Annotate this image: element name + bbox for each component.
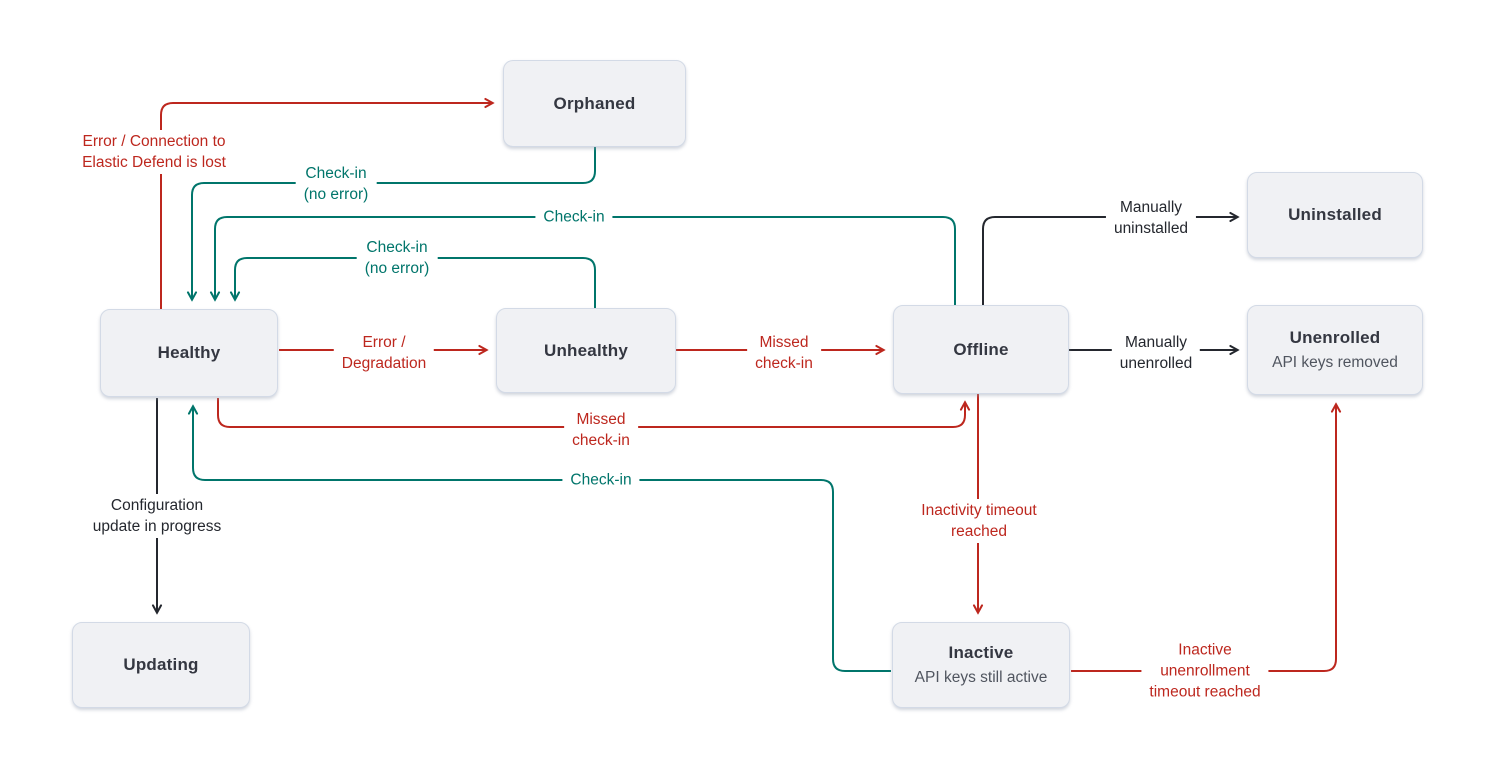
- edge-label-healthy-to-updating: Configuration update in progress: [84, 494, 230, 538]
- node-updating-title: Updating: [123, 655, 199, 674]
- edge-label-healthy-to-offline: Missed check-in: [564, 408, 638, 452]
- node-unenrolled: Unenrolled API keys removed: [1247, 305, 1423, 395]
- node-unhealthy-title: Unhealthy: [544, 340, 628, 360]
- node-healthy: Healthy: [100, 309, 278, 397]
- node-unenrolled-subtitle: API keys removed: [1272, 354, 1398, 371]
- node-inactive-title: Inactive: [948, 643, 1014, 662]
- node-inactive-subtitle: API keys still active: [914, 669, 1048, 686]
- node-unenrolled-title: Unenrolled: [1289, 328, 1381, 347]
- node-uninstalled: Uninstalled: [1247, 172, 1423, 258]
- node-orphaned-title: Orphaned: [553, 93, 636, 113]
- edge-offline-to-uninstalled: [982, 217, 1237, 305]
- node-updating: Updating: [72, 622, 250, 708]
- edge-inactive-to-unenrolled: [1071, 405, 1336, 672]
- node-orphaned: Orphaned: [503, 60, 686, 147]
- node-offline-title: Offline: [953, 339, 1009, 359]
- edge-label-inactive-to-unenrolled: Inactive unenrollment timeout reached: [1141, 638, 1269, 704]
- edge-inactive-to-healthy: [193, 407, 891, 672]
- edge-label-unhealthy-to-healthy: Check-in (no error): [356, 236, 438, 280]
- edge-orphaned-to-healthy: [192, 147, 596, 299]
- edge-label-offline-to-healthy: Check-in: [535, 205, 613, 229]
- node-unhealthy: Unhealthy: [496, 308, 676, 393]
- node-offline: Offline: [893, 305, 1069, 394]
- edge-label-offline-to-inactive: Inactivity timeout reached: [913, 499, 1045, 543]
- edge-label-offline-to-unenrolled: Manually unenrolled: [1111, 331, 1201, 375]
- edge-label-offline-to-uninstalled: Manually uninstalled: [1105, 196, 1197, 240]
- node-inactive: Inactive API keys still active: [892, 622, 1070, 708]
- edge-label-orphaned-to-healthy: Check-in (no error): [295, 162, 377, 206]
- edge-label-healthy-to-unhealthy: Error / Degradation: [333, 331, 435, 375]
- edge-label-healthy-to-orphaned: Error / Connection to Elastic Defend is …: [74, 130, 234, 174]
- node-uninstalled-title: Uninstalled: [1288, 205, 1382, 224]
- edge-label-inactive-to-healthy: Check-in: [562, 468, 640, 492]
- edge-offline-to-healthy: [215, 216, 956, 305]
- node-healthy-title: Healthy: [157, 343, 221, 362]
- edge-healthy-to-orphaned: [160, 103, 492, 309]
- edge-label-unhealthy-to-offline: Missed check-in: [747, 331, 821, 375]
